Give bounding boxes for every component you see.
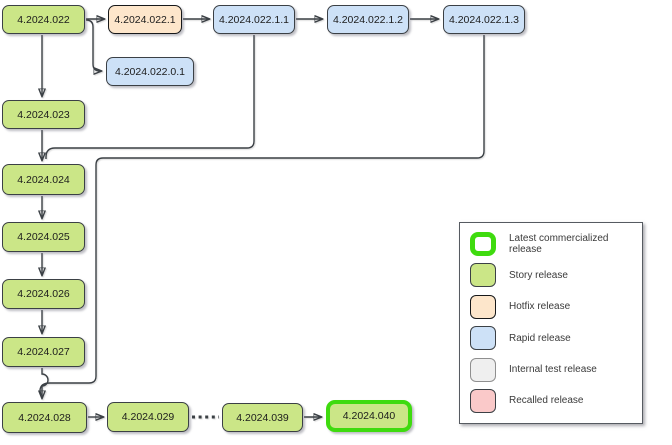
edge-022-to-022-0-1 — [85, 19, 101, 71]
node-4-2024-022: 4.2024.022 — [2, 5, 85, 34]
edge-022-1-3-to-028 — [39, 35, 485, 396]
legend-item-story: Story release — [470, 263, 634, 288]
edge-027-to-028 — [42, 368, 49, 398]
node-4-2024-026: 4.2024.026 — [2, 279, 85, 309]
legend-label: Internal test release — [509, 364, 597, 376]
node-4-2024-022-1-3: 4.2024.022.1.3 — [443, 5, 525, 34]
legend-label: Latest commercialized release — [509, 233, 609, 255]
legend-label: Story release — [509, 269, 568, 281]
legend-label: Recalled release — [509, 395, 584, 407]
node-4-2024-025: 4.2024.025 — [2, 222, 85, 252]
hotfix-release-swatch-icon — [470, 294, 496, 319]
node-4-2024-027: 4.2024.027 — [2, 337, 85, 367]
edge-022-1-1-to-024 — [45, 35, 255, 159]
node-4-2024-022-1-2: 4.2024.022.1.2 — [327, 5, 409, 34]
rapid-release-swatch-icon — [470, 326, 496, 351]
latest-release-swatch-icon — [470, 232, 496, 256]
legend-label: Hotfix release — [509, 301, 571, 313]
story-release-swatch-icon — [470, 263, 496, 288]
legend-label: Rapid release — [509, 332, 571, 344]
legend-item-rapid: Rapid release — [470, 326, 634, 351]
recalled-release-swatch-icon — [470, 388, 496, 413]
internal-test-release-swatch-icon — [470, 357, 496, 382]
node-4-2024-022-0-1: 4.2024.022.0.1 — [106, 57, 194, 86]
node-4-2024-040: 4.2024.040 — [326, 400, 412, 432]
legend-item-hotfix: Hotfix release — [470, 294, 634, 319]
legend-item-latest: Latest commercialized release — [470, 232, 634, 256]
node-4-2024-028: 4.2024.028 — [2, 402, 87, 433]
legend-item-recalled: Recalled release — [470, 388, 634, 413]
legend-item-internal: Internal test release — [470, 357, 634, 382]
legend: Latest commercialized release Story rele… — [459, 222, 643, 424]
node-4-2024-039: 4.2024.039 — [222, 403, 303, 432]
node-4-2024-022-1-1: 4.2024.022.1.1 — [213, 5, 295, 34]
node-4-2024-022-1: 4.2024.022.1 — [108, 5, 182, 34]
node-4-2024-023: 4.2024.023 — [2, 100, 85, 129]
node-4-2024-024: 4.2024.024 — [2, 164, 85, 195]
node-4-2024-029: 4.2024.029 — [107, 402, 189, 432]
